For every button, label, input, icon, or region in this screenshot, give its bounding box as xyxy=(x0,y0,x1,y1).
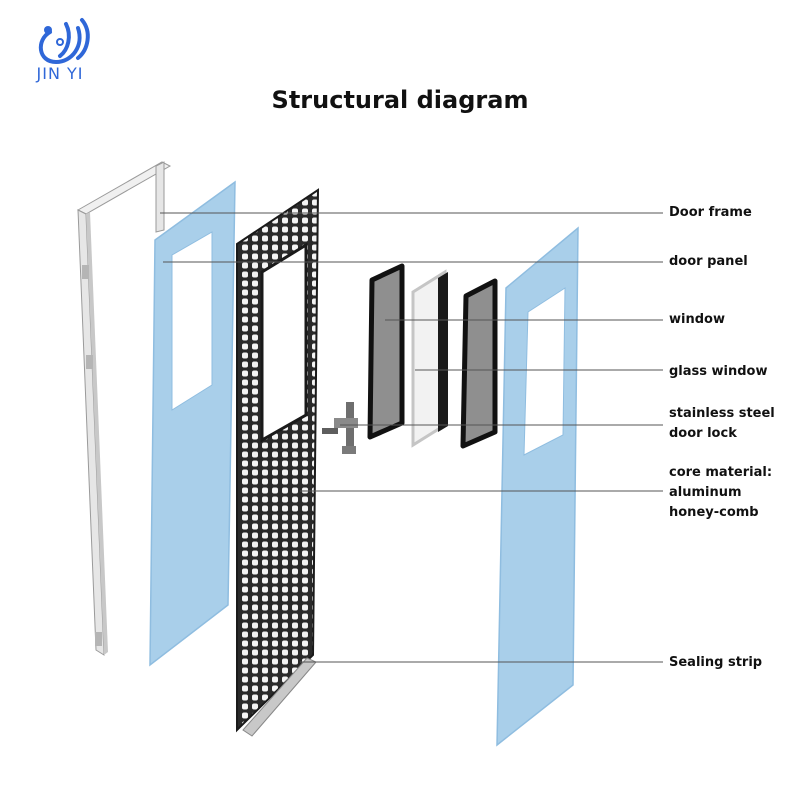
diagram-title: Structural diagram xyxy=(271,86,529,114)
window-frame-part xyxy=(367,263,405,440)
label-core-material: core material: aluminum honey-comb xyxy=(669,465,773,520)
label-door-panel: door panel xyxy=(669,254,748,269)
jinyi-logo-icon xyxy=(39,18,90,65)
label-door-frame: Door frame xyxy=(669,205,752,220)
label-glass-window: glass window xyxy=(669,364,768,379)
leader-lines xyxy=(160,212,663,663)
door-panel-part xyxy=(149,180,236,667)
label-sealing-strip: Sealing strip xyxy=(669,655,763,670)
door-frame-part xyxy=(76,161,172,656)
brand-name: JIN YI xyxy=(36,64,84,83)
glass-window-part xyxy=(411,269,448,448)
label-door-lock: stainless steel door lock xyxy=(669,406,775,441)
honeycomb-core-part xyxy=(236,188,320,733)
window-frame-part-2 xyxy=(460,278,498,449)
label-window: window xyxy=(669,312,725,327)
door-panel-back-part xyxy=(496,226,579,747)
door-lock-part xyxy=(322,402,358,454)
